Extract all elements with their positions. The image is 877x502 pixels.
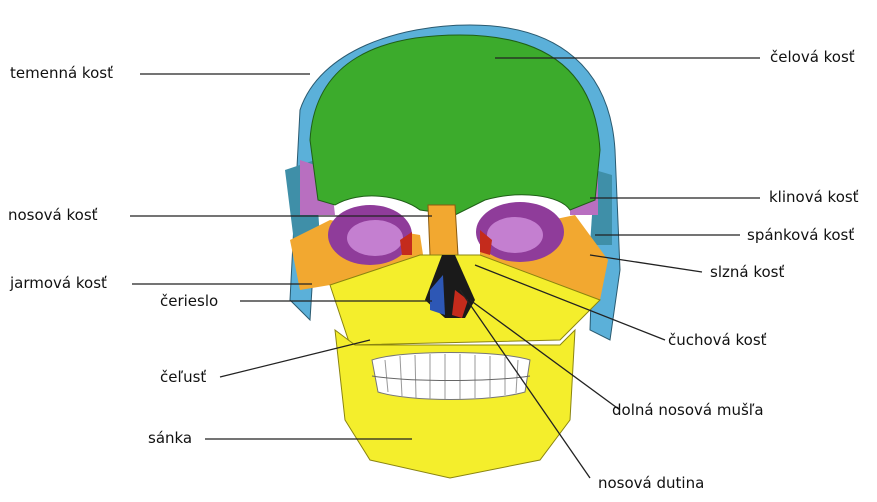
- orbit-right-inner: [487, 217, 543, 253]
- label-nasal-cavity: nosová dutina: [598, 476, 704, 491]
- label-frontal-bone: čelová kosť: [770, 50, 855, 65]
- label-mandible: sánka: [148, 431, 192, 446]
- label-temporal-bone: spánková kosť: [747, 228, 854, 243]
- label-ethmoid-bone: čuchová kosť: [668, 333, 767, 348]
- teeth-shape: [372, 353, 530, 400]
- label-parietal-bone: temenná kosť: [10, 66, 113, 81]
- label-vomer: čerieslo: [160, 294, 218, 309]
- label-maxilla: čeľusť: [160, 370, 206, 385]
- label-sphenoid-bone: klinová kosť: [769, 190, 859, 205]
- label-inferior-concha: dolná nosová mušľa: [612, 403, 764, 418]
- orbit-left-inner: [347, 220, 403, 256]
- label-zygomatic-bone: jarmová kosť: [10, 276, 107, 291]
- nasal-bone-shape: [428, 205, 458, 255]
- frontal-bone-shape: [310, 35, 600, 215]
- label-nasal-bone: nosová kosť: [8, 208, 98, 223]
- label-lacrimal-bone: slzná kosť: [710, 265, 784, 280]
